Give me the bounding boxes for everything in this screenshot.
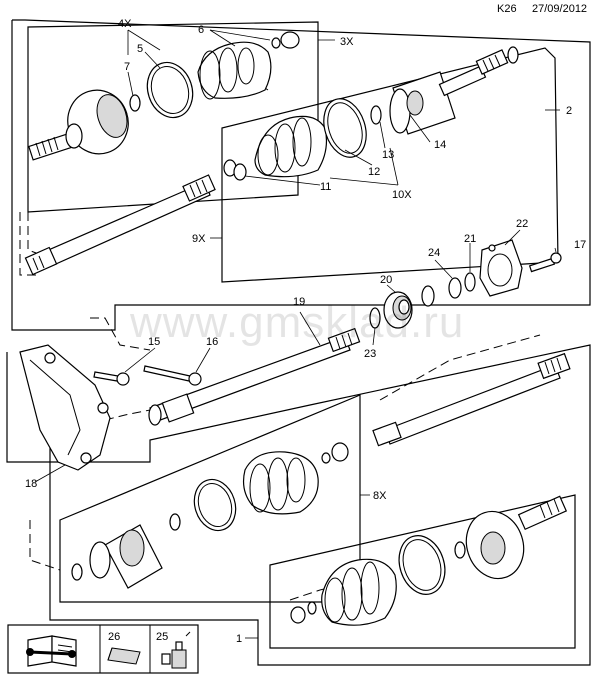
callout-20: 20 bbox=[380, 274, 392, 286]
outer-boot-clamp-small bbox=[280, 31, 300, 49]
assembly-outline-1 bbox=[11, 19, 591, 331]
callout-4x: 4X bbox=[118, 18, 132, 30]
outer-cv-joint bbox=[28, 89, 129, 161]
grease-icon bbox=[107, 647, 141, 665]
lower-tripod-housing bbox=[89, 524, 163, 589]
dashed-link-4 bbox=[104, 409, 151, 421]
outer-boot-clamp-large bbox=[146, 61, 194, 119]
callout-11: 11 bbox=[320, 181, 331, 193]
callout-17: 17 bbox=[574, 239, 586, 251]
bolt-15 bbox=[93, 371, 130, 386]
callout-24: 24 bbox=[428, 247, 440, 259]
lower-outer-boot bbox=[321, 558, 397, 626]
lower-outer-clamp-large bbox=[398, 535, 446, 595]
callout-2: 2 bbox=[566, 105, 572, 117]
legend-box: 26 25 bbox=[7, 624, 199, 674]
callout-6: 6 bbox=[198, 24, 204, 36]
outer-joint-boot bbox=[197, 41, 272, 100]
support-bracket-18 bbox=[19, 344, 111, 471]
seal-21 bbox=[464, 272, 476, 292]
lower-circlip-a bbox=[169, 513, 181, 531]
callout-14: 14 bbox=[434, 139, 446, 151]
lower-circlip-b bbox=[71, 563, 83, 581]
watermark: www.gmsklad.ru bbox=[130, 298, 465, 347]
circlip-20 bbox=[421, 285, 435, 307]
lower-outer-clamp-small bbox=[290, 606, 306, 624]
lower-outer-circlip bbox=[454, 541, 466, 559]
callout-1: 1 bbox=[236, 633, 242, 645]
manual-wrench-icon bbox=[26, 635, 77, 667]
callout-16: 16 bbox=[206, 336, 218, 348]
callout-23: 23 bbox=[364, 348, 376, 360]
upper-drive-shaft bbox=[24, 174, 216, 276]
lower-drive-shaft bbox=[372, 352, 571, 447]
dashed-link-5 bbox=[29, 520, 61, 571]
adhesive-bottle-icon bbox=[161, 631, 191, 669]
leader-lines bbox=[34, 29, 560, 639]
dashed-link-1 bbox=[19, 212, 40, 276]
tripod-housing bbox=[389, 49, 509, 135]
lower-outer-joint-box bbox=[269, 494, 576, 649]
diagram-date: 27/09/2012 bbox=[532, 3, 588, 15]
callout-19: 19 bbox=[293, 296, 305, 308]
bolt-17 bbox=[528, 252, 562, 273]
callout-8x: 8X bbox=[373, 490, 387, 502]
callout-10x: 10X bbox=[392, 189, 412, 201]
bearing-23 bbox=[383, 291, 413, 329]
inner-joint-circlip bbox=[370, 105, 382, 125]
outer-joint-circlip bbox=[129, 94, 141, 112]
boot-clamp-small-11b bbox=[233, 163, 247, 181]
inner-joint-boot bbox=[254, 115, 328, 178]
lower-inner-boot bbox=[242, 451, 319, 515]
callout-22: 22 bbox=[516, 218, 528, 230]
callout-13: 13 bbox=[382, 149, 394, 161]
lower-boot-clamp-small bbox=[331, 442, 349, 462]
intermediate-shaft-19 bbox=[148, 327, 361, 426]
callout-3x: 3X bbox=[340, 36, 354, 48]
callout-7: 7 bbox=[124, 61, 130, 73]
callout-5: 5 bbox=[137, 43, 143, 55]
callout-18: 18 bbox=[25, 478, 37, 490]
assembly-outline-2 bbox=[6, 344, 591, 666]
bolt-16 bbox=[143, 365, 202, 386]
callout-9x: 9X bbox=[192, 233, 206, 245]
callout-21: 21 bbox=[464, 233, 476, 245]
dashed-link-7 bbox=[379, 334, 541, 401]
diagram-code: K26 bbox=[497, 3, 517, 15]
housing-circlip bbox=[507, 46, 519, 64]
dashed-link-3 bbox=[90, 317, 151, 351]
callout-12: 12 bbox=[368, 166, 380, 178]
lower-boot-clamp-large bbox=[193, 478, 237, 532]
bearing-housing-22 bbox=[479, 239, 523, 297]
seal-24 bbox=[448, 277, 462, 299]
legend-callout-25: 25 bbox=[156, 631, 168, 643]
lower-outer-cv-joint bbox=[465, 495, 568, 580]
callout-15: 15 bbox=[148, 336, 160, 348]
legend-callout-26: 26 bbox=[108, 631, 120, 643]
